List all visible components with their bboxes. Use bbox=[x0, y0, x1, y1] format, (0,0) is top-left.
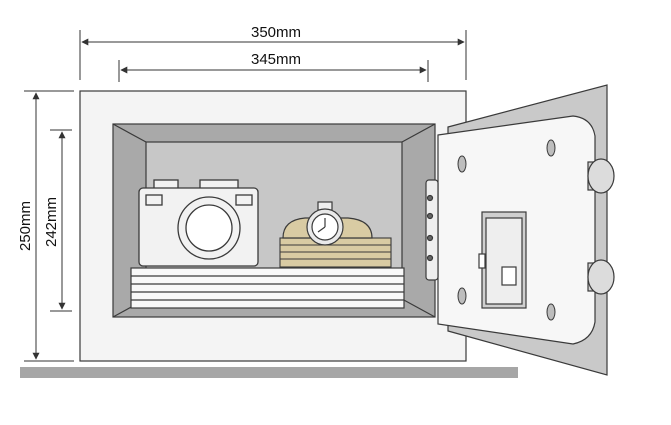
door-bolt bbox=[457, 287, 467, 305]
camera-icon bbox=[138, 179, 259, 267]
inner-height-dimension bbox=[50, 129, 72, 312]
safe-body bbox=[79, 90, 467, 362]
gold-bar-stack-icon bbox=[279, 237, 392, 268]
door-handle-icon bbox=[587, 158, 615, 295]
watch-icon bbox=[282, 201, 373, 246]
door-hinge-icon bbox=[425, 179, 439, 281]
keypad-lock-icon bbox=[478, 211, 527, 309]
floor-bar bbox=[20, 367, 518, 378]
outer-height-label: 250mm bbox=[17, 201, 34, 251]
door-bolt bbox=[457, 155, 467, 173]
door-bolt bbox=[546, 303, 556, 321]
outer-height-dimension bbox=[24, 90, 74, 362]
outer-width-dimension bbox=[79, 30, 467, 80]
door-bolt bbox=[546, 139, 556, 157]
outer-width-label: 350mm bbox=[251, 24, 301, 41]
inner-width-label: 345mm bbox=[251, 51, 301, 68]
inner-width-dimension bbox=[118, 60, 429, 82]
inner-height-label: 242mm bbox=[43, 197, 60, 247]
book-stack-icon bbox=[130, 267, 405, 309]
door-bolts bbox=[457, 139, 556, 321]
